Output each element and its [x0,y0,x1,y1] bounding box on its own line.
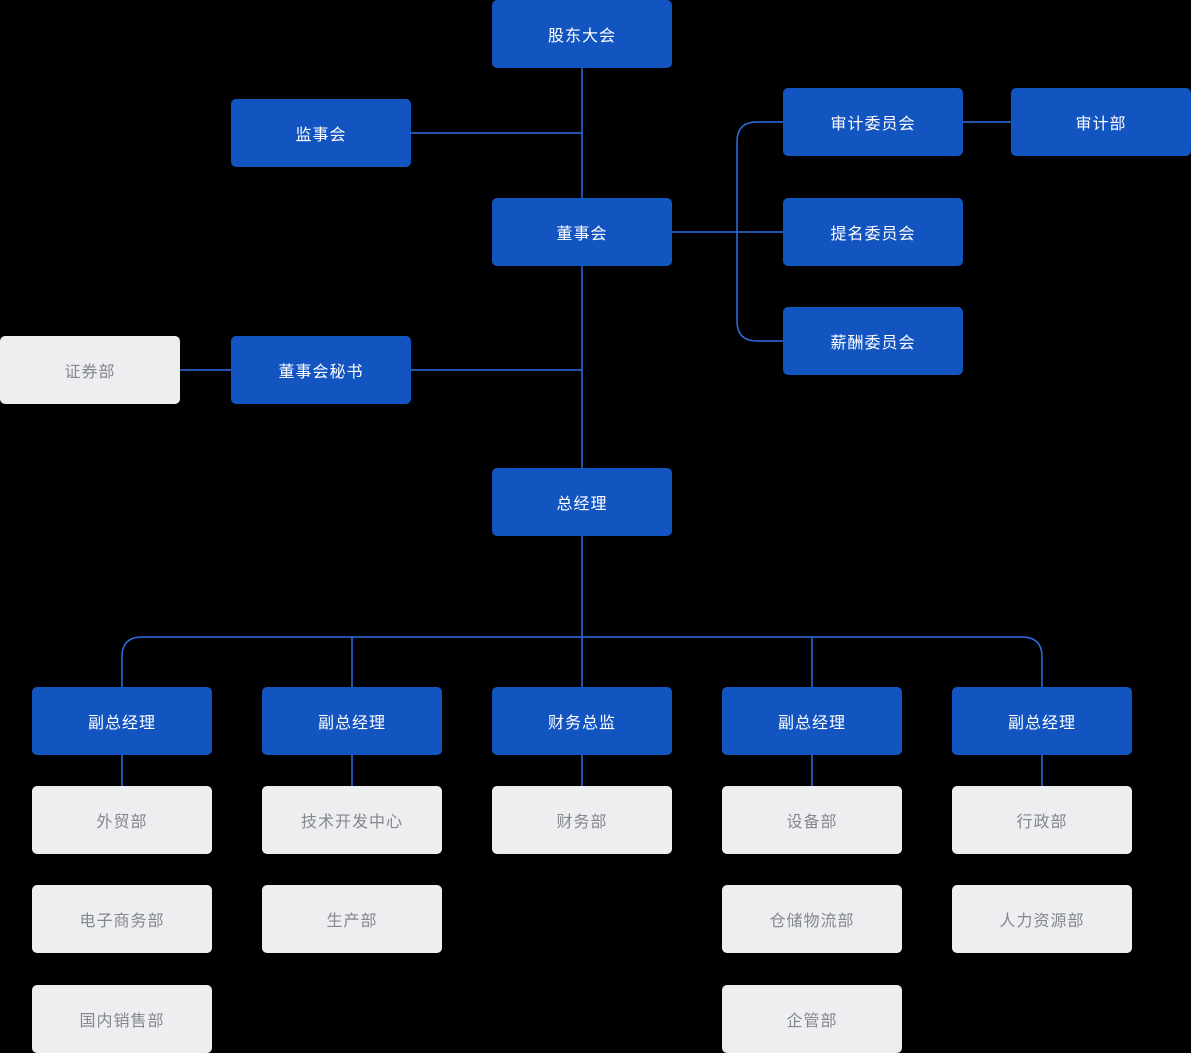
org-node-cfo: 财务总监 [492,687,672,755]
org-node-nomination-committee: 提名委员会 [783,198,963,266]
connector-board-compensation-committee [736,232,783,342]
connector-board-audit-committee [736,121,783,232]
org-node-ecommerce-department: 电子商务部 [32,885,212,953]
org-node-production-department: 生产部 [262,885,442,953]
org-node-supervisory-board: 监事会 [231,99,411,167]
org-node-deputy-gm-4: 副总经理 [952,687,1132,755]
org-node-board-of-directors: 董事会 [492,198,672,266]
connector-group [121,68,1043,786]
org-node-admin-department: 行政部 [952,786,1132,854]
org-node-deputy-gm-2: 副总经理 [262,687,442,755]
org-node-audit-committee: 审计委员会 [783,88,963,156]
org-node-tech-dev-center: 技术开发中心 [262,786,442,854]
org-node-enterprise-management-department: 企管部 [722,985,902,1053]
org-node-shareholders-meeting: 股东大会 [492,0,672,68]
org-node-general-manager: 总经理 [492,468,672,536]
org-node-finance-department: 财务部 [492,786,672,854]
org-node-foreign-trade-department: 外贸部 [32,786,212,854]
org-node-compensation-committee: 薪酬委员会 [783,307,963,375]
org-node-board-secretary: 董事会秘书 [231,336,411,404]
org-node-audit-department: 审计部 [1011,88,1191,156]
org-node-warehouse-logistics-department: 仓储物流部 [722,885,902,953]
org-node-deputy-gm-1: 副总经理 [32,687,212,755]
org-node-equipment-department: 设备部 [722,786,902,854]
org-node-domestic-sales-department: 国内销售部 [32,985,212,1053]
org-node-hr-department: 人力资源部 [952,885,1132,953]
org-node-deputy-gm-3: 副总经理 [722,687,902,755]
org-node-securities-department: 证券部 [0,336,180,404]
